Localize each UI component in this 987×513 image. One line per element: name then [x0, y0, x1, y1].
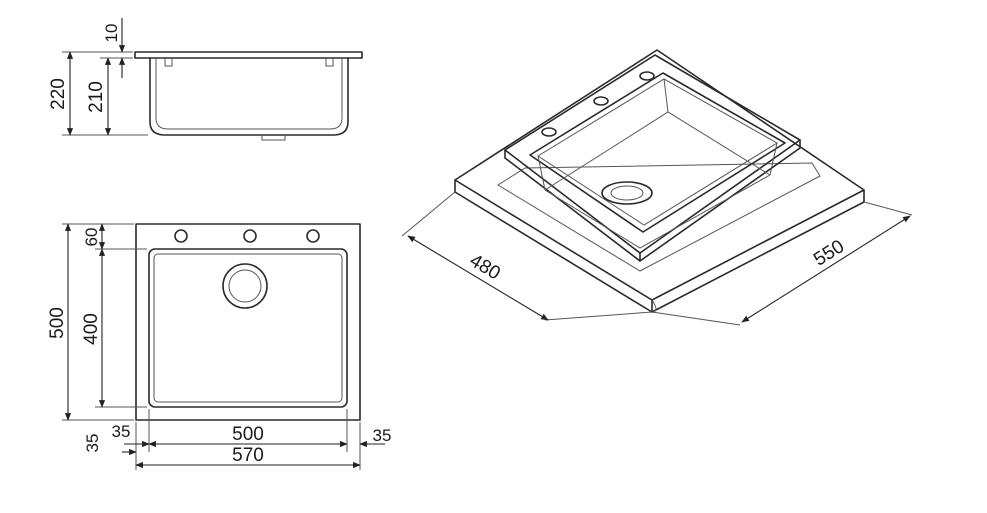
side-total-height-label: 220: [48, 78, 69, 110]
plan-tap-zone-label: 60: [82, 228, 101, 247]
plan-bowl-width-label: 500: [232, 424, 264, 445]
iso-width-label: 550: [810, 236, 848, 271]
plan-bowl-depth-label: 400: [81, 313, 102, 345]
plan-right-margin-label: 35: [373, 426, 392, 445]
side-view: 220 210 10: [48, 18, 363, 141]
plan-view: 500 400 60 500 570 35 35 35: [47, 223, 392, 470]
iso-depth-label: 480: [466, 250, 504, 284]
plan-left-margin-inner-label: 35: [112, 422, 131, 441]
plan-total-depth-label: 500: [47, 307, 68, 339]
side-bowl-depth-label: 210: [86, 81, 107, 113]
plan-total-width-label: 570: [232, 445, 264, 466]
isometric-view: 480 550: [401, 49, 913, 326]
plan-left-margin-outer-label: 35: [83, 434, 102, 453]
side-flange-thickness-label: 10: [102, 24, 121, 43]
